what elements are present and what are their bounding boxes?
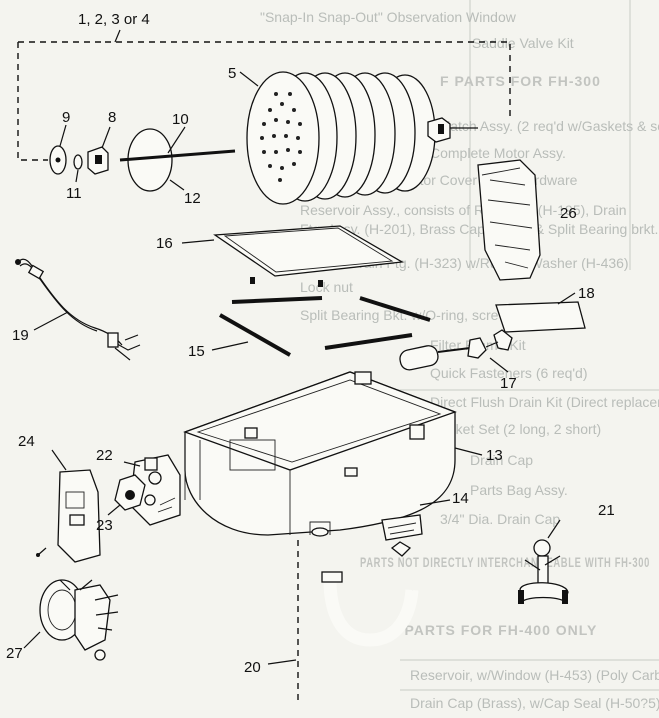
part-22-motor-assembly	[123, 454, 181, 526]
callout-14: 14	[452, 490, 469, 507]
callout-13: 13	[486, 447, 503, 464]
callout-15: 15	[188, 343, 205, 360]
callout-22: 22	[96, 447, 113, 464]
callout-1-4: 1, 2, 3 or 4	[78, 11, 150, 28]
callout-11: 11	[66, 185, 82, 202]
part-18-filter-plate	[495, 292, 586, 333]
part-15-gasket-set	[211, 296, 431, 357]
callout-21: 21	[598, 502, 615, 519]
bg-heading: PARTS NOT DIRECTLY INTERCHANGEABLE WITH …	[360, 554, 650, 570]
part-23-motor-fan	[107, 474, 146, 516]
callout-9: 9	[62, 109, 70, 126]
bg-row: Drain Cap (Brass), w/Cap Seal (H-50?5)	[410, 695, 659, 711]
assembly-bracket-1-4	[17, 29, 511, 161]
part-13-reservoir-body	[183, 371, 483, 537]
callout-12: 12	[184, 190, 201, 207]
part-14-quick-fastener	[381, 499, 451, 557]
callout-5: 5	[228, 65, 236, 82]
part-12-impeller-disc	[127, 128, 185, 192]
part-8-bearing-bracket	[87, 126, 111, 175]
part-21-saddle-valve	[518, 519, 569, 604]
bg-row: Lock nut	[300, 279, 353, 295]
callout-18: 18	[578, 285, 595, 302]
part-26-parts-bag	[477, 159, 541, 281]
part-16-filter-frame	[181, 225, 405, 287]
part-24-switch-plate	[36, 449, 101, 563]
callout-24: 24	[18, 433, 35, 450]
part-19-wire-harness	[15, 258, 141, 361]
bg-row: "Snap-In Snap-Out" Observation Window	[260, 9, 517, 25]
part-9-knob	[49, 124, 67, 175]
bg-row: Drain Cap	[470, 452, 533, 468]
bg-heading: F PARTS FOR FH-300	[440, 73, 601, 89]
bg-row: Direct Flush Drain Kit (Direct replaceme…	[430, 394, 659, 410]
callout-labels: 1, 2, 3 or 4 5 8 9 10 11 12 13 14 15 16 …	[6, 11, 615, 676]
callout-27: 27	[6, 645, 23, 662]
callout-16: 16	[156, 235, 173, 252]
callout-20: 20	[244, 659, 261, 676]
bg-heading: F PARTS FOR FH-400 ONLY	[390, 622, 597, 638]
callout-8: 8	[108, 109, 116, 126]
callout-10: 10	[172, 111, 189, 128]
callout-23: 23	[96, 517, 113, 534]
part-10-shaft	[119, 126, 236, 162]
bg-row: Nylatch Assy. (2 req'd w/Gaskets & screw…	[430, 118, 659, 134]
part-5-fan-drum	[239, 71, 436, 205]
bg-row: Complete Motor Assy.	[430, 145, 566, 161]
part-27-timer-assembly	[23, 579, 119, 661]
bg-row: Gasket Set (2 long, 2 short)	[430, 421, 601, 437]
callout-19: 19	[12, 327, 29, 344]
bg-row: 3/4" Dia. Drain Cap	[440, 511, 560, 527]
part-drum-side-bracket	[427, 117, 478, 143]
bg-row: Ftg. Assy. (H-201), Brass Cap w/Seal & S…	[300, 221, 658, 237]
part-17-drain-fitting	[399, 329, 513, 373]
bg-row: Saddle Valve Kit	[472, 35, 574, 51]
callout-17: 17	[500, 375, 517, 392]
part-20-drain-hose	[267, 540, 419, 705]
part-11-washer	[73, 154, 83, 183]
bg-row: Reservoir Assy., consists of Reservoir (…	[300, 202, 627, 218]
bg-row: Reservoir, w/Window (H-453) (Poly Carbon…	[410, 667, 659, 683]
bg-row: Parts Bag Assy.	[470, 482, 568, 498]
callout-26: 26	[560, 205, 577, 222]
bg-row: Quick Fasteners (6 req'd)	[430, 365, 588, 381]
